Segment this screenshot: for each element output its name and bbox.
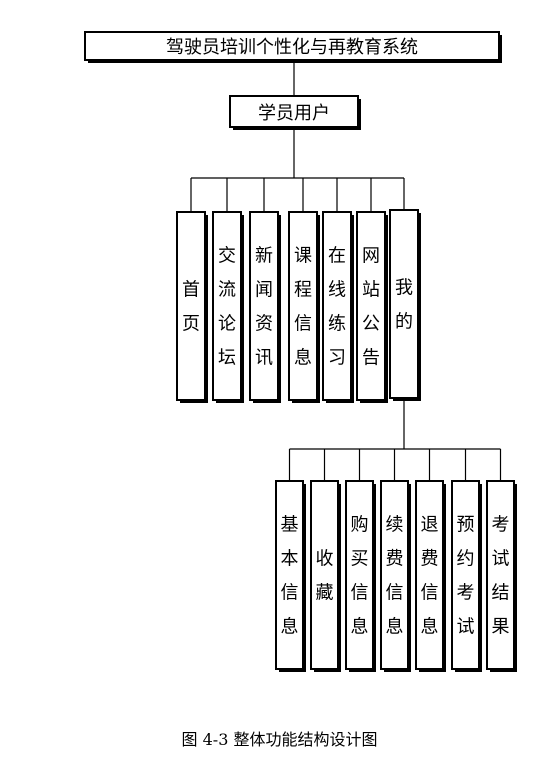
my-item-node-3-label: 续费信息 — [386, 514, 404, 637]
user-node-label: 学员用户 — [258, 103, 330, 124]
my-item-node-6: 考试结果 — [486, 480, 517, 672]
module-node-0: 首页 — [176, 211, 208, 403]
my-item-node-4: 退费信息 — [415, 480, 446, 672]
my-item-node-4-label: 退费信息 — [421, 514, 439, 637]
module-node-6-label: 我的 — [395, 277, 413, 332]
module-node-6: 我的 — [389, 209, 421, 401]
level3-connectors — [288, 400, 502, 481]
module-node-0-label: 首页 — [182, 279, 200, 334]
my-item-node-0: 基本信息 — [275, 480, 306, 672]
figure-caption: 图 4-3 整体功能结构设计图 — [181, 730, 378, 749]
module-node-2: 新闻资讯 — [249, 211, 281, 403]
module-node-2-label: 新闻资讯 — [255, 245, 273, 368]
root-node: 驾驶员培训个性化与再教育系统 — [84, 31, 502, 63]
module-node-3-label: 课程信息 — [294, 245, 312, 368]
module-node-5: 网站公告 — [356, 211, 388, 403]
my-item-node-5-label: 预约考试 — [457, 514, 475, 637]
my-item-node-0-label: 基本信息 — [281, 514, 299, 637]
root-node-label: 驾驶员培训个性化与再教育系统 — [166, 37, 418, 58]
my-item-node-6-label: 考试结果 — [492, 514, 510, 637]
module-node-4-label: 在线练习 — [328, 245, 346, 368]
my-item-node-2-label: 购买信息 — [351, 514, 369, 637]
module-node-5-label: 网站公告 — [362, 245, 380, 368]
module-node-4: 在线练习 — [322, 211, 354, 403]
my-item-node-5: 预约考试 — [451, 480, 482, 672]
module-node-3: 课程信息 — [288, 211, 320, 403]
my-item-node-1-label: 收藏 — [316, 548, 334, 603]
module-node-1-label: 交流论坛 — [218, 245, 236, 368]
module-node-1: 交流论坛 — [212, 211, 244, 403]
my-item-node-3: 续费信息 — [380, 480, 411, 672]
my-item-node-2: 购买信息 — [345, 480, 376, 672]
level2-connectors — [190, 130, 405, 212]
user-node: 学员用户 — [229, 95, 361, 130]
my-item-node-1: 收藏 — [310, 480, 341, 672]
